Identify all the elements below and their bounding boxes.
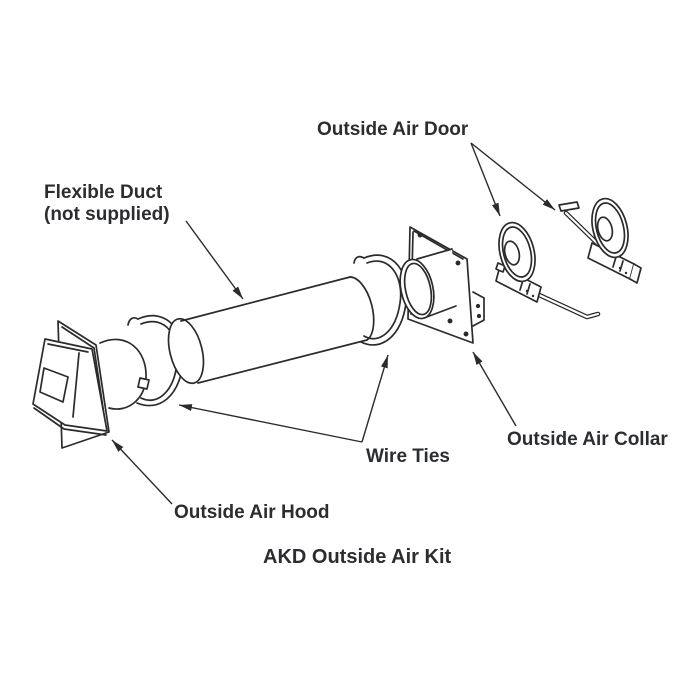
leader-door-right [470,142,556,211]
wire-tie-right-drawing [353,254,408,346]
diagram-title: AKD Outside Air Kit [263,546,452,568]
leader-flexible-duct [185,220,244,300]
leader-wire-tie-right [361,354,389,443]
outside-air-door-label: Outside Air Door [317,119,469,140]
leader-wire-tie-left [178,404,363,443]
flexible-duct-label-line1: Flexible Duct [44,182,163,203]
outside-air-door-right-drawing [558,197,642,284]
flexible-duct-drawing [167,276,375,385]
outside-air-collar-label: Outside Air Collar [507,429,668,450]
leader-collar [472,351,517,427]
outside-air-hood-label: Outside Air Hood [174,502,330,523]
outside-air-hood-drawing [32,320,150,449]
flexible-duct-label-line2: (not supplied) [44,204,170,225]
leader-door-left [470,142,501,217]
outside-air-door-left-drawing [495,221,601,320]
wire-ties-label: Wire Ties [366,446,450,467]
leader-lines [111,142,556,505]
hood-vent-window [39,367,69,403]
leader-hood [111,439,173,505]
flexible-duct-label: Flexible Duct (not supplied) [44,182,170,226]
outside-air-collar-drawing [399,226,485,344]
